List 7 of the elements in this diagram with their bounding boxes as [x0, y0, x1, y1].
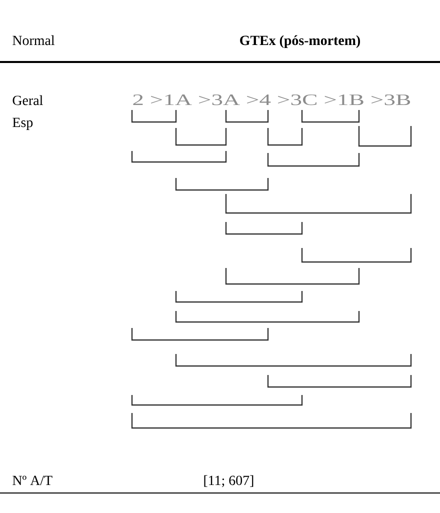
value-text: [11; 607] [204, 475, 254, 488]
ranking-text: 2 >1A >3A >4 >3C >1B >3B [133, 94, 410, 106]
row-label: Nº A/T [12, 476, 52, 486]
row-label: Geral [12, 95, 43, 106]
column-header: Normal [12, 35, 55, 46]
column-header: GTEx (pós-mortem) [240, 35, 360, 48]
row-label: Esp [12, 118, 33, 130]
